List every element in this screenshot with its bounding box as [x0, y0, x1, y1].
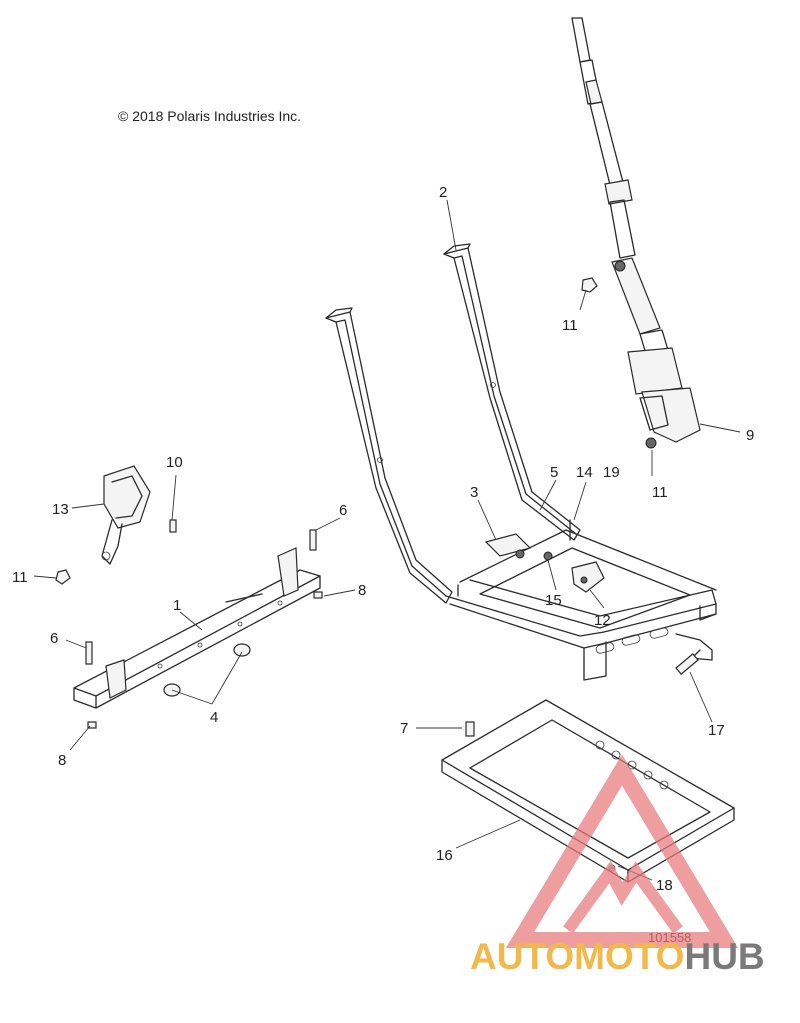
- nut-icon: [581, 277, 598, 293]
- callout-1: 1: [173, 597, 181, 614]
- callout-11c: 11: [652, 484, 668, 501]
- callout-11a: 11: [562, 317, 578, 334]
- buckle-icon: [101, 465, 151, 565]
- callout-16: 16: [436, 847, 453, 864]
- callout-18: 18: [656, 877, 673, 894]
- copyright-text: © 2018 Polaris Industries Inc.: [118, 108, 302, 124]
- watermark-logo: AUTOMOTOHUB: [470, 936, 765, 978]
- callout-11b: 11: [12, 569, 28, 586]
- callout-5: 5: [550, 464, 558, 481]
- seat-rail: [73, 547, 321, 709]
- leader-lines: [33, 199, 741, 881]
- seat-belt-assembly: [571, 17, 701, 449]
- nut-icon: [55, 569, 71, 585]
- grommet-icon: [163, 643, 251, 697]
- callout-10: 10: [166, 454, 183, 471]
- callout-7: 7: [400, 720, 408, 737]
- callout-3: 3: [470, 484, 478, 501]
- bolt-icon: [85, 519, 475, 737]
- callout-17: 17: [708, 722, 725, 739]
- callout-6a: 6: [339, 502, 347, 519]
- watermark-triangle-icon: [505, 754, 739, 948]
- latch-icon: [571, 561, 605, 593]
- watermark-text-primary: AUTOMOTO: [470, 936, 685, 977]
- watermark-text-secondary: HUB: [684, 936, 765, 977]
- seat-slider: [441, 699, 735, 883]
- callout-6b: 6: [50, 630, 58, 647]
- callout-8a: 8: [358, 582, 366, 599]
- callout-19: 19: [603, 464, 620, 481]
- clip-icon: [87, 591, 323, 729]
- callout-13: 13: [52, 501, 69, 518]
- callout-4: 4: [210, 709, 218, 726]
- callout-12: 12: [594, 612, 611, 629]
- callout-15: 15: [545, 592, 562, 609]
- seat-back-frame: [325, 243, 581, 604]
- bracket-icon: [484, 533, 553, 561]
- callout-14: 14: [576, 464, 593, 481]
- seat-base-frame: [445, 519, 717, 681]
- callout-9: 9: [746, 427, 754, 444]
- callout-2: 2: [439, 184, 447, 201]
- rod-icon: [675, 633, 713, 675]
- callout-8b: 8: [58, 752, 66, 769]
